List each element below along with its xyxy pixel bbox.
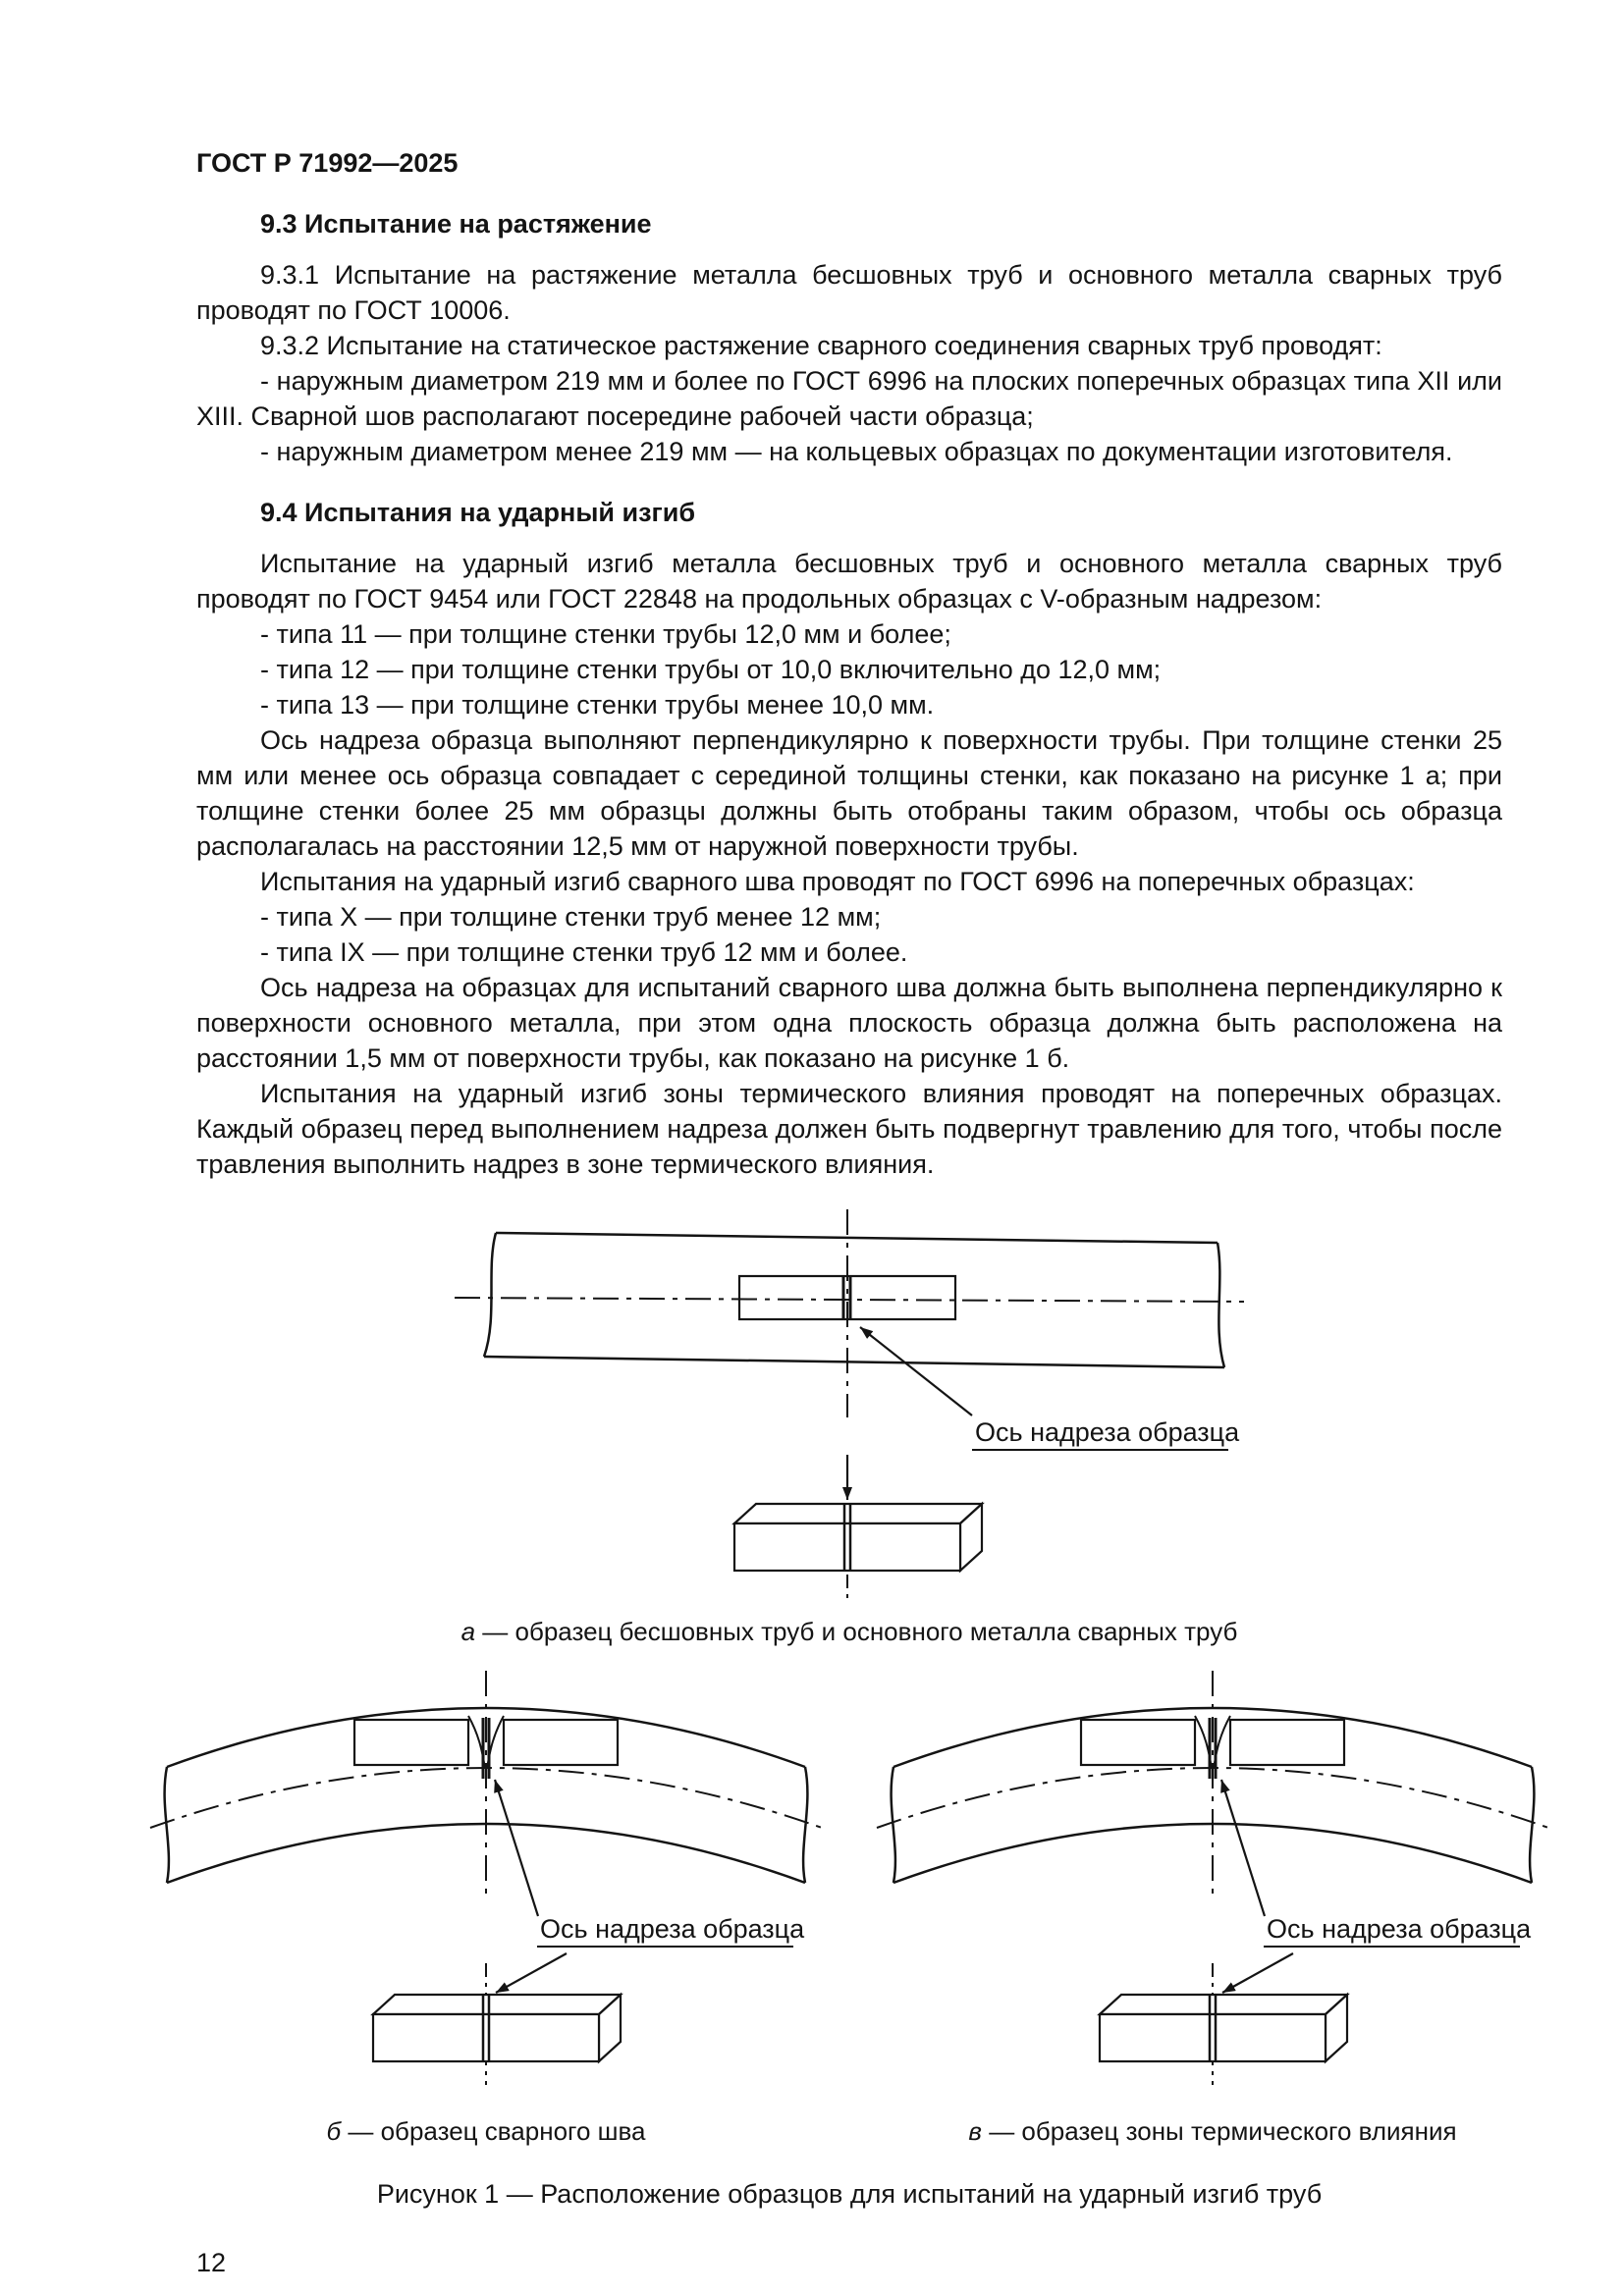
list-item: - типа 12 — при толщине стенки трубы от … (260, 655, 1162, 684)
paragraph: 9.3.2 Испытание на статическое растяжени… (260, 331, 1382, 360)
list-item: - типа 13 — при толщине стенки трубы мен… (260, 690, 935, 720)
notch-lines (841, 1277, 852, 1318)
running-header: ГОСТ Р 71992—2025 (196, 148, 459, 178)
paragraph: 9.3.1 Испытание на растяжение металла бе… (196, 260, 1502, 325)
list-item: - типа X — при толщине стенки труб менее… (260, 902, 882, 932)
figure-1-main-caption: Рисунок 1 — Расположение образцов для ис… (376, 2179, 1323, 2209)
center-axis-lines (149, 1671, 823, 1896)
caption-letter: б (326, 2116, 342, 2146)
figure-1a: Ось надреза образца а — образец бесшовны… (196, 1207, 1502, 1647)
pipe-outline (482, 1231, 1226, 1369)
notch-axis-arrow (1219, 1779, 1267, 1917)
caption-letter: в (968, 2116, 982, 2146)
paragraph: Испытание на ударный изгиб металла бесшо… (196, 549, 1502, 614)
caption-text: — образец бесшовных труб и основного мет… (482, 1617, 1238, 1646)
section-heading-9-3: 9.3 Испытание на растяжение (260, 209, 652, 239)
caption-figure-1v: в — образец зоны термического влияния (869, 2115, 1556, 2147)
figure-1a-drawing: Ось надреза образца (454, 1209, 1245, 1598)
caption-text: — образец зоны термического влияния (989, 2116, 1457, 2146)
figure-1b: Ось надреза образца б — образец сварного… (142, 1669, 830, 2147)
box-notch-arrow (1221, 1952, 1294, 1994)
list-item: - типа IX — при толщине стенки труб 12 м… (260, 937, 908, 967)
box-notch-lines (481, 1996, 491, 2061)
specimen-rects (1079, 1718, 1346, 1767)
paragraph: Испытания на ударный изгиб сварного шва … (260, 867, 1415, 896)
box-notch-lines (1208, 1996, 1218, 2061)
notch-axis-arrow (493, 1779, 540, 1917)
box-notch-lines (842, 1505, 852, 1571)
notch-axis-label: Ось надреза образца (975, 1417, 1240, 1447)
section-heading-9-4: 9.4 Испытания на ударный изгиб (260, 498, 696, 527)
specimen-box (370, 1992, 623, 2064)
page-number: 12 (196, 2248, 227, 2277)
specimen-box (1097, 1992, 1350, 2064)
figure-1bv-row: Ось надреза образца б — образец сварного… (142, 1669, 1556, 2147)
notch-lines (481, 1718, 491, 1779)
paragraph: Испытания на ударный изгиб зоны термичес… (196, 1079, 1502, 1179)
specimen-rects (352, 1718, 620, 1767)
figure-1v: Ось надреза образца в — образец зоны тер… (869, 1669, 1556, 2147)
figure-1b-drawing: Ось надреза образца (149, 1671, 823, 2085)
paragraph: Ось надреза образца выполняют перпендику… (196, 725, 1502, 861)
list-item: - наружным диаметром 219 мм и более по Г… (196, 366, 1502, 431)
notch-lines (1208, 1718, 1218, 1779)
notch-axis-label: Ось надреза образца (540, 1914, 805, 1944)
box-notch-arrow (495, 1952, 568, 1994)
specimen-box (731, 1501, 985, 1574)
list-item: - наружным диаметром менее 219 мм — на к… (260, 437, 1453, 466)
caption-figure-1b: б — образец сварного шва (142, 2115, 830, 2147)
list-item: - типа 11 — при толщине стенки трубы 12,… (260, 619, 951, 649)
caption-letter: а (460, 1617, 476, 1646)
center-axis-lines (454, 1209, 1245, 1417)
paragraph: Ось надреза на образцах для испытаний св… (196, 973, 1502, 1073)
center-axis-lines (876, 1671, 1549, 1896)
notch-axis-arrow (859, 1326, 973, 1416)
notch-axis-label: Ось надреза образца (1267, 1914, 1532, 1944)
caption-text: — образец сварного шва (348, 2116, 646, 2146)
caption-figure-1a: а — образец бесшовных труб и основного м… (196, 1616, 1502, 1647)
figure-1v-drawing: Ось надреза образца (876, 1671, 1549, 2085)
